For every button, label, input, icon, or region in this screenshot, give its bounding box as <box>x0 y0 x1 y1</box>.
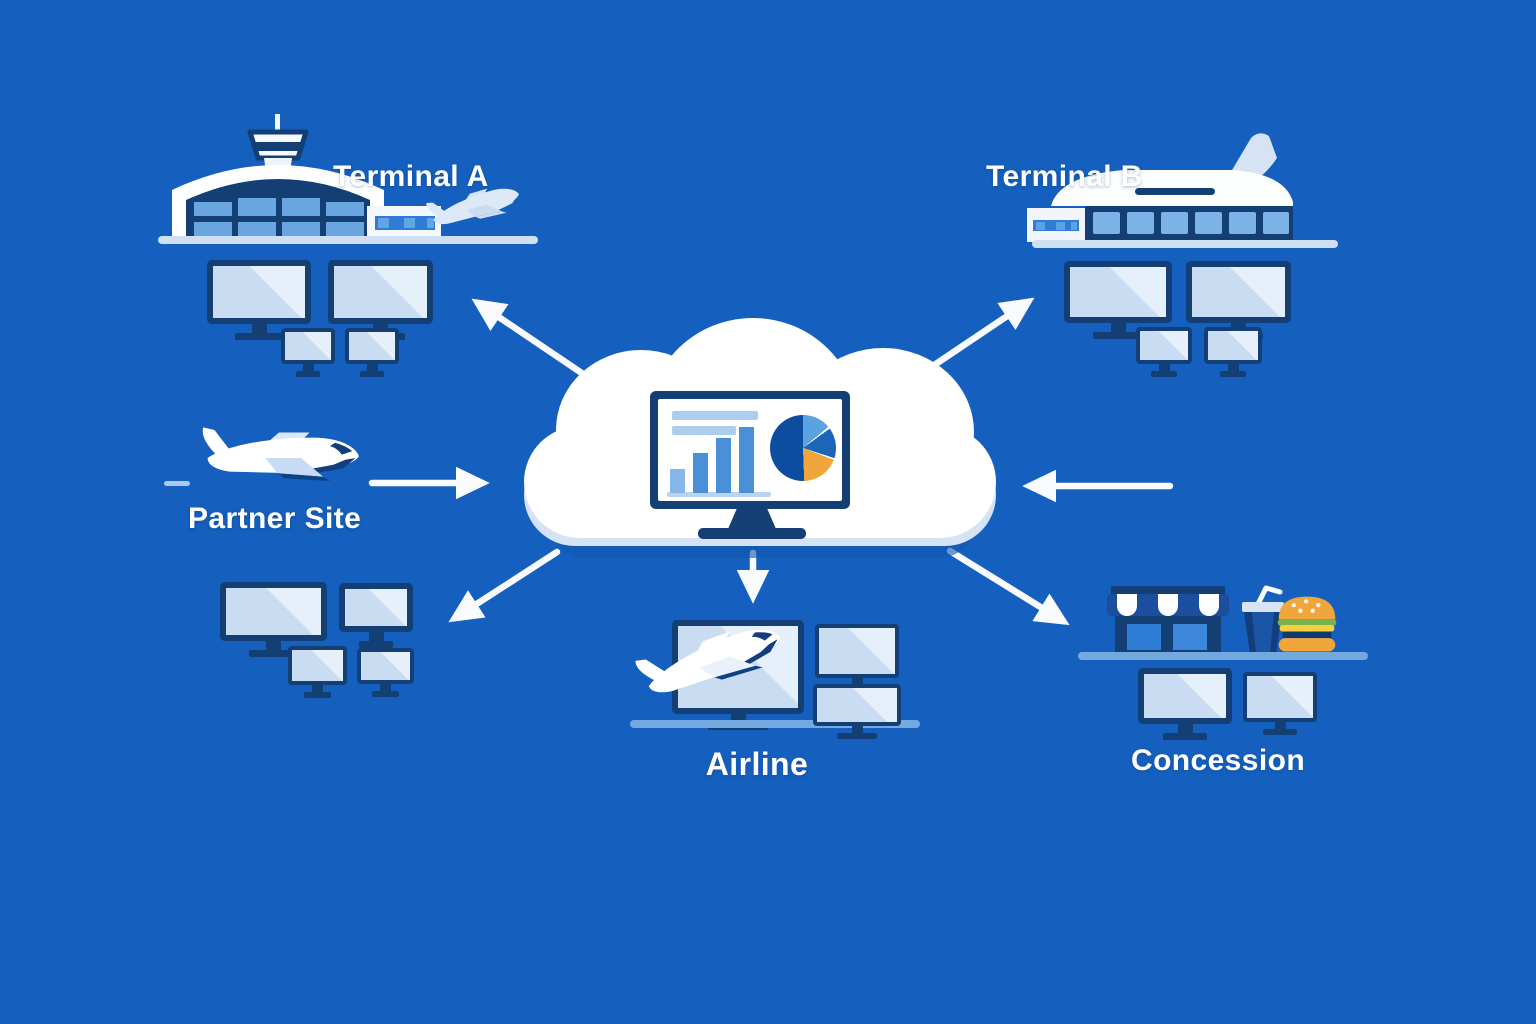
monitor-base <box>698 528 806 539</box>
monitor-icon <box>1064 261 1172 339</box>
burger-icon <box>1277 596 1337 652</box>
dashboard-monitor-icon <box>650 391 850 509</box>
concession-label: Concession <box>1131 744 1306 777</box>
monitor-icon <box>345 328 399 377</box>
dashboard-pie <box>770 415 836 481</box>
dashboard-text-line <box>672 411 758 420</box>
airline-label: Airline <box>705 746 809 782</box>
monitor-icon <box>339 583 413 648</box>
terminal-a-building-icon <box>172 114 441 240</box>
motion-dash <box>164 481 190 486</box>
dashboard-bars <box>670 427 754 493</box>
partner-site-label: Partner Site <box>188 502 362 535</box>
terminal-b-building-icon <box>1027 133 1293 242</box>
monitor-icon <box>1204 327 1262 377</box>
monitor-icon <box>281 328 335 377</box>
monitor-icon <box>1138 668 1232 740</box>
arrow-cloud-to-terminal-a <box>471 298 596 384</box>
dashboard-bar-axis <box>667 492 771 497</box>
monitor-stand <box>728 509 776 529</box>
monitor-icon <box>813 684 901 739</box>
tower-antenna <box>275 114 280 132</box>
monitor-icon <box>288 646 347 698</box>
monitor-icon <box>328 260 433 340</box>
partner-airplane-icon <box>202 427 359 481</box>
monitor-icon <box>815 624 899 691</box>
storefront-icon <box>1107 586 1229 656</box>
dashboard-text-line <box>672 426 736 435</box>
arrow-cloud-to-cluster <box>448 548 561 623</box>
dashboard-screen <box>658 399 842 501</box>
arrow-cloud-to-concession <box>946 547 1070 626</box>
monitor-icon <box>220 582 327 657</box>
terminal-b-shelf <box>1032 240 1338 248</box>
monitor-icon <box>357 648 414 697</box>
monitor-icon <box>1136 327 1192 377</box>
monitor-icon <box>1243 672 1317 735</box>
terminal-b-label: Terminal B <box>986 160 1143 193</box>
terminal-a-label: Terminal A <box>333 160 489 193</box>
concession-shelf <box>1078 652 1368 660</box>
drink-cup-icon <box>1242 585 1284 654</box>
terminal-a-shelf <box>158 236 538 244</box>
monitor-icon <box>207 260 311 340</box>
airline-shelf <box>630 720 920 728</box>
